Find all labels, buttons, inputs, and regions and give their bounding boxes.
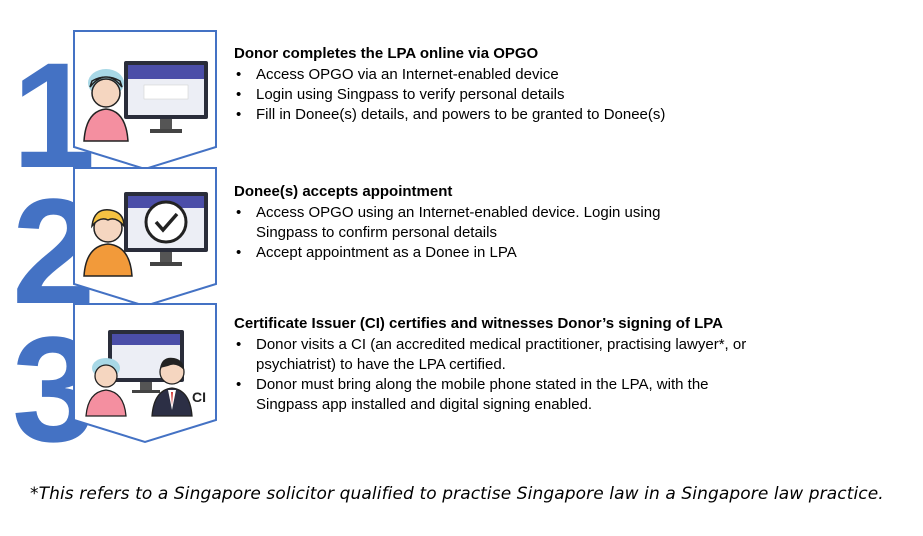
step-1-badge	[72, 29, 218, 171]
step-3-badge: CI	[72, 302, 218, 444]
step-bullets: •Access OPGO via an Internet-enabled dev…	[234, 65, 794, 125]
step-heading: Donee(s) accepts appointment	[234, 183, 453, 200]
bullet-item: •Accept appointment as a Donee in LPA	[236, 244, 517, 261]
step-1-text: Donor completes the LPA online via OPGO …	[234, 44, 794, 125]
bullet-item: •Access OPGO using an Internet-enabled d…	[236, 204, 661, 241]
bullet-item: •Donor must bring along the mobile phone…	[236, 376, 709, 413]
bullet-item: •Fill in Donee(s) details, and powers to…	[236, 106, 666, 123]
step-2-badge	[72, 166, 218, 308]
bullet-item: •Login using Singpass to verify personal…	[236, 86, 565, 103]
step-heading: Donor completes the LPA online via OPGO	[234, 45, 539, 62]
person-at-computer-icon	[83, 61, 208, 142]
ci-label: CI	[192, 389, 206, 405]
step-3-text: Certificate Issuer (CI) certifies and wi…	[234, 314, 794, 415]
step-heading: Certificate Issuer (CI) certifies and wi…	[234, 315, 723, 332]
step-2-text: Donee(s) accepts appointment •Access OPG…	[234, 182, 794, 263]
bullet-item: •Access OPGO via an Internet-enabled dev…	[236, 66, 559, 83]
person-with-checkmark-icon	[83, 192, 208, 277]
donor-and-ci-icon	[85, 330, 193, 417]
footnote: *This refers to a Singapore solicitor qu…	[30, 484, 884, 504]
step-bullets: •Donor visits a CI (an accredited medica…	[234, 335, 794, 415]
step-bullets: •Access OPGO using an Internet-enabled d…	[234, 203, 794, 263]
bullet-item: •Donor visits a CI (an accredited medica…	[236, 336, 747, 373]
